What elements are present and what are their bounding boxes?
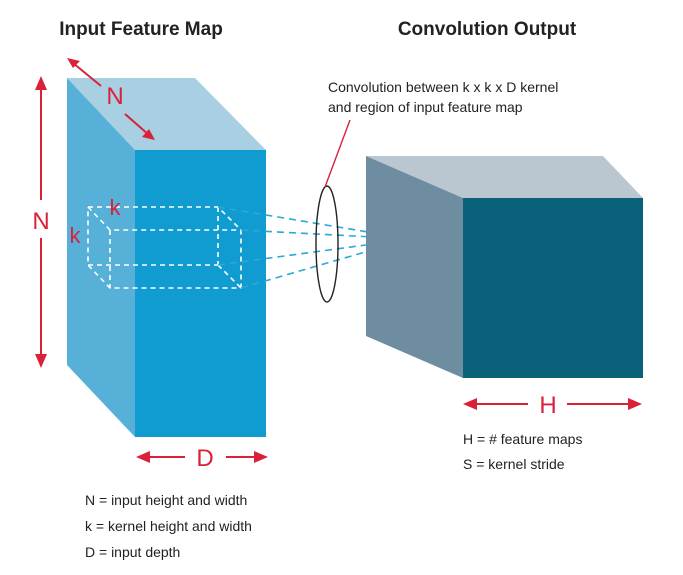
kernel-label-top: k — [110, 195, 122, 220]
depth-label-top: N — [106, 83, 123, 110]
output-legend-feature-maps: H = # feature maps — [463, 431, 582, 447]
annotation-line-2: and region of input feature map — [328, 99, 523, 115]
input-legend-depth: D = input depth — [85, 544, 180, 560]
input-legend-height-width: N = input height and width — [85, 492, 247, 508]
output-cube-top-face — [366, 156, 643, 198]
input-cube-front-face — [135, 150, 266, 437]
input-title: Input Feature Map — [59, 19, 223, 40]
input-legend-kernel-size: k = kernel height and width — [85, 518, 252, 534]
input-cube-top-face — [67, 78, 266, 150]
width-arrow-output — [463, 398, 642, 410]
depth-arrow-top — [67, 58, 155, 140]
width-label-output: H — [539, 392, 556, 419]
annotation-pointer — [324, 119, 351, 188]
convolution-ellipse — [315, 185, 339, 303]
depth-arrow-bottom — [136, 451, 268, 463]
depth-label-bottom: D — [196, 445, 213, 472]
output-cube-side-face — [366, 156, 463, 378]
output-cube-front-face — [463, 198, 643, 378]
output-title: Convolution Output — [398, 19, 577, 40]
height-arrow-left — [35, 76, 47, 368]
input-cube-side-face — [67, 78, 135, 437]
height-label-left: N — [32, 208, 49, 235]
annotation-line-1: Convolution between k x k x D kernel — [328, 79, 558, 95]
convolution-output-cube — [366, 156, 643, 378]
kernel-label-left: k — [70, 223, 82, 248]
output-legend-kernel-stride: S = kernel stride — [463, 456, 565, 472]
input-feature-map-cube — [67, 78, 266, 437]
